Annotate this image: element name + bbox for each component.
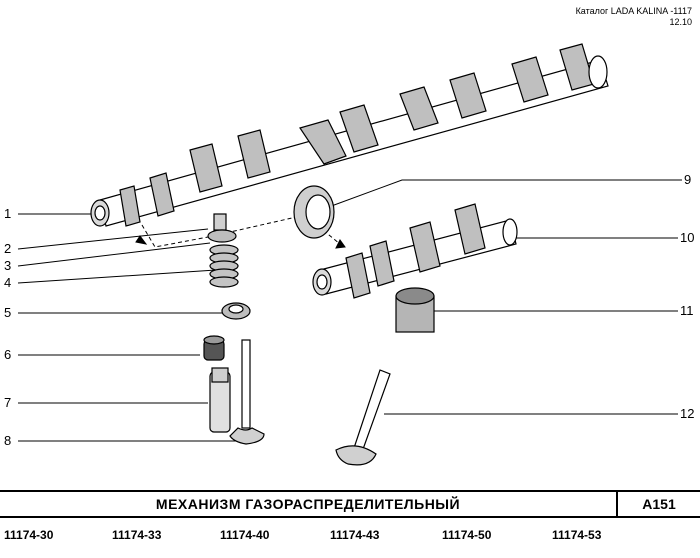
assembly-arrow <box>335 239 346 249</box>
callout-6: 6 <box>4 347 12 362</box>
oil-seal <box>293 185 335 239</box>
catalog-line: Каталог LADA KALINA -1117 <box>575 6 692 16</box>
part-code: 11174-40 <box>220 528 270 542</box>
leader-line-9 <box>325 179 682 209</box>
catalog-header: Каталог LADA KALINA -1117 12.10 <box>576 6 692 28</box>
leader-line-2 <box>17 228 209 250</box>
lower-camshaft <box>312 203 518 299</box>
callout-9: 9 <box>684 172 692 187</box>
intake-valve <box>335 369 391 466</box>
callout-12: 12 <box>680 406 695 421</box>
callout-3: 3 <box>4 258 12 273</box>
callout-4: 4 <box>4 275 12 290</box>
assembly-dash-right <box>317 225 341 245</box>
leader-line-4 <box>17 269 217 284</box>
callout-2: 2 <box>4 241 12 256</box>
valve-spring <box>209 244 239 288</box>
valve-stem-seal <box>203 335 225 361</box>
callout-11: 11 <box>680 303 694 318</box>
exploded-view-drawing <box>17 43 682 466</box>
part-code: 11174-43 <box>330 528 380 542</box>
assembly-dash-left <box>141 217 293 248</box>
title-separator <box>616 492 618 516</box>
part-code: 11174-33 <box>112 528 162 542</box>
callout-8: 8 <box>4 433 12 448</box>
assembly-arrow-left <box>135 235 148 245</box>
callout-7: 7 <box>4 395 12 410</box>
part-codes-row: 11174-30 11174-33 11174-40 11174-43 1117… <box>0 528 700 548</box>
valve-retainer <box>207 213 237 243</box>
hydraulic-tappet <box>395 287 435 333</box>
part-code: 11174-30 <box>4 528 54 542</box>
assembly-title: МЕХАНИЗМ ГАЗОРАСПРЕДЕЛИТЕЛЬНЫЙ <box>155 496 461 512</box>
part-code: 11174-53 <box>552 528 602 542</box>
page-code: А151 <box>642 496 676 512</box>
valve-guide <box>209 367 231 433</box>
exhaust-valve <box>229 339 265 445</box>
callout-10: 10 <box>680 230 695 245</box>
spring-seat <box>221 302 251 320</box>
upper-camshaft <box>90 43 609 227</box>
leader-line-3 <box>17 242 211 267</box>
callout-5: 5 <box>4 305 12 320</box>
callout-1: 1 <box>4 206 12 221</box>
catalog-date: 12.10 <box>669 17 692 27</box>
title-bar: МЕХАНИЗМ ГАЗОРАСПРЕДЕЛИТЕЛЬНЫЙ А151 <box>0 490 700 518</box>
part-code: 11174-50 <box>442 528 492 542</box>
